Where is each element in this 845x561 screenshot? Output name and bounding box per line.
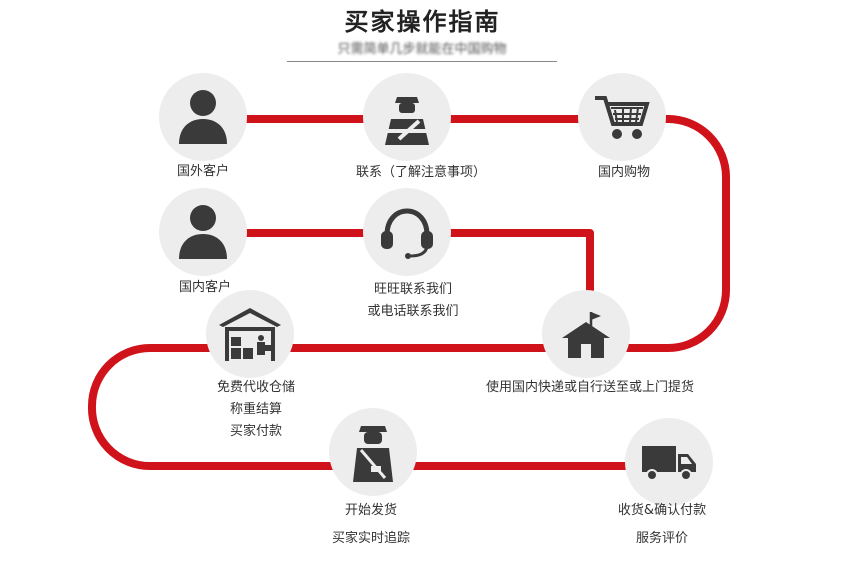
step-label-line: 收货&确认付款	[617, 503, 707, 518]
step-node-contact	[363, 73, 451, 161]
step-label-shipping: 开始发货 买家实时追踪	[332, 500, 410, 550]
step-label-line: 使用国内快递或自行送至或上门提货	[485, 380, 695, 395]
step-label-line: 买家实时追踪	[331, 531, 411, 546]
step-label-line: 或电话联系我们	[367, 304, 459, 319]
customer-service-agent-icon	[385, 97, 429, 145]
step-label-line: 国内购物	[597, 165, 651, 180]
step-label-line: 开始发货	[344, 503, 398, 518]
person-icon	[179, 90, 227, 144]
page-title: 买家操作指南	[344, 8, 501, 36]
step-node-receive	[625, 418, 713, 506]
step-node-domestic-shopping	[578, 73, 666, 161]
step-node-domestic-customer	[159, 188, 247, 276]
step-label-line: 国内客户	[178, 280, 232, 295]
step-label-contact: 联系（了解注意事项）	[356, 162, 486, 184]
step-label-overseas-customer: 国外客户	[177, 161, 229, 183]
step-label-wangwang-contact: 旺旺联系我们 或电话联系我们	[367, 279, 458, 323]
step-label-receive: 收货&确认付款 服务评价	[618, 500, 706, 550]
headset-icon	[381, 208, 433, 259]
step-label-line: 国外客户	[176, 164, 230, 179]
step-label-domestic-customer: 国内客户	[179, 277, 231, 299]
step-label-line: 买家付款	[229, 424, 283, 439]
step-node-overseas-customer	[159, 73, 247, 161]
step-node-warehouse	[206, 290, 294, 378]
step-label-warehouse: 免费代收仓储 称重结算 买家付款	[217, 377, 295, 443]
step-label-line: 联系（了解注意事项）	[355, 165, 487, 180]
track-row-2	[240, 229, 594, 300]
house-flag-icon	[562, 312, 610, 358]
step-label-line: 称重结算	[229, 402, 283, 417]
shopping-cart-icon	[595, 96, 650, 139]
step-node-deliver-to-warehouse	[542, 290, 630, 378]
subtitle-underline	[287, 61, 557, 62]
step-node-shipping	[329, 408, 417, 496]
step-label-line: 服务评价	[635, 531, 689, 546]
track-row-3	[87, 344, 670, 470]
step-label-deliver-to-warehouse: 使用国内快递或自行送至或上门提货	[486, 377, 694, 399]
delivery-truck-icon	[642, 446, 696, 481]
warehouse-icon	[219, 308, 281, 361]
step-node-wangwang-contact	[363, 188, 451, 276]
courier-icon	[353, 426, 393, 482]
person-icon	[179, 205, 227, 259]
step-label-line: 免费代收仓储	[216, 380, 296, 395]
track-right-loop	[620, 115, 730, 352]
page-subtitle: 只需简单几步就能在中国购物	[337, 42, 507, 57]
step-label-domestic-shopping: 国内购物	[598, 162, 650, 184]
step-label-line: 旺旺联系我们	[373, 282, 453, 297]
